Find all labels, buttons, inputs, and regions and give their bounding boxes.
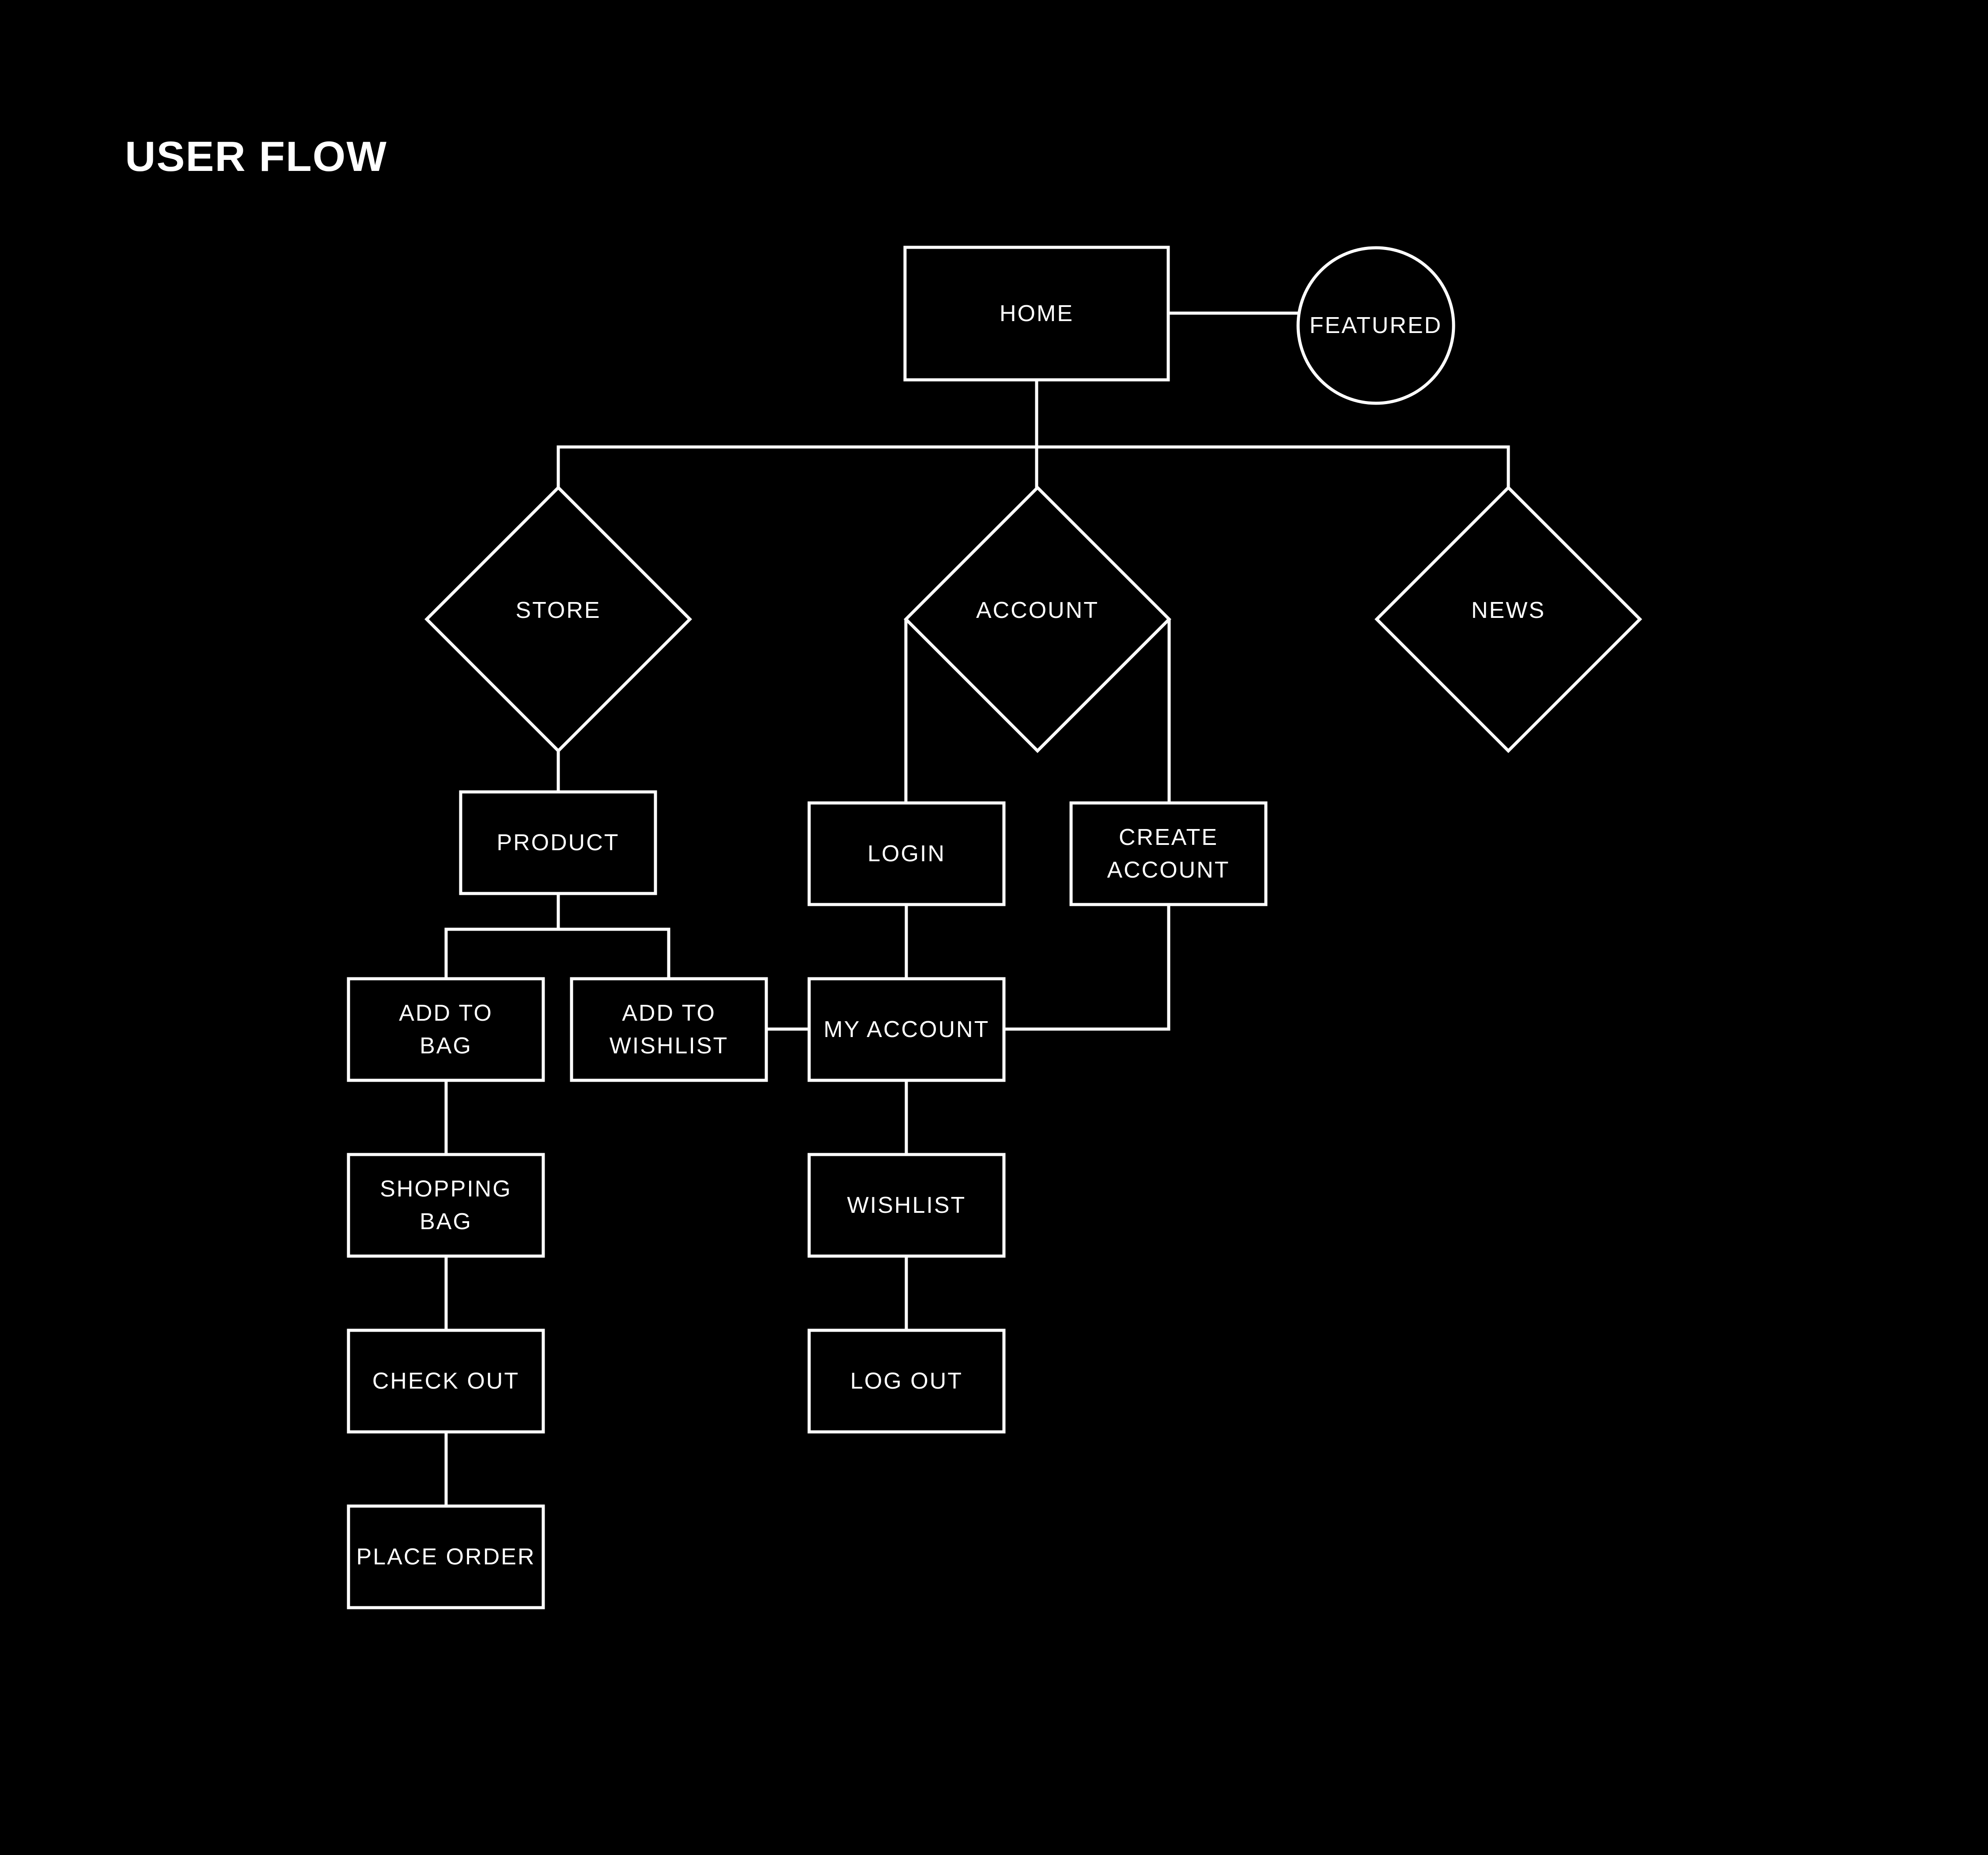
node-product: PRODUCT — [459, 790, 657, 895]
product-rectangle — [459, 790, 657, 895]
node-create-account: CREATE ACCOUNT — [1069, 801, 1268, 906]
node-home: HOME — [903, 246, 1170, 382]
connector-create-account-to-my-account — [1004, 905, 1170, 1031]
place-order-rectangle — [347, 1504, 545, 1609]
shopping-bag-rectangle — [347, 1153, 545, 1258]
store-diamond — [424, 485, 692, 753]
node-shopping-bag: SHOPPING BAG — [347, 1153, 545, 1258]
node-add-to-bag: ADD TO BAG — [347, 977, 545, 1082]
node-news: NEWS — [1375, 485, 1642, 753]
add-to-wishlist-rectangle — [570, 977, 768, 1082]
account-label: ACCOUNT — [976, 598, 1099, 623]
featured-label: FEATURED — [1310, 313, 1442, 338]
news-diamond — [1375, 485, 1642, 753]
connector-home-to-news — [1037, 445, 1510, 488]
product-label: PRODUCT — [496, 830, 619, 856]
node-wishlist: WISHLIST — [807, 1153, 1006, 1258]
home-label: HOME — [1000, 301, 1074, 326]
add-to-bag-rectangle — [347, 977, 545, 1082]
featured-circle — [1296, 246, 1455, 405]
connector-home-to-store — [557, 380, 1038, 488]
wishlist-label: WISHLIST — [847, 1192, 966, 1218]
add-to-wishlist-label: WISHLIST — [610, 1033, 729, 1059]
node-log-out: LOG OUT — [807, 1329, 1006, 1434]
check-out-label: CHECK OUT — [372, 1368, 519, 1394]
account-diamond — [904, 485, 1171, 753]
log-out-label: LOG OUT — [850, 1368, 963, 1394]
create-account-label: CREATE — [1119, 825, 1218, 850]
node-account: ACCOUNT — [904, 485, 1171, 753]
shopping-bag-label: BAG — [420, 1209, 472, 1234]
node-store: STORE — [424, 485, 692, 753]
connectors — [444, 311, 1510, 1506]
node-add-to-wishlist: ADD TO WISHLIST — [570, 977, 768, 1082]
login-label: LOGIN — [867, 841, 946, 867]
add-to-bag-label: ADD TO — [399, 1000, 493, 1026]
place-order-label: PLACE ORDER — [356, 1544, 536, 1570]
create-account-rectangle — [1069, 801, 1268, 906]
add-to-wishlist-label: ADD TO — [622, 1000, 716, 1026]
home-rectangle — [903, 246, 1170, 382]
nodes: HOME FEATURED STORE ACCOUNT NEWS PRODUCT LOGIN… — [347, 246, 1642, 1609]
login-rectangle — [807, 801, 1006, 906]
my-account-label: MY ACCOUNT — [824, 1017, 990, 1042]
news-label: NEWS — [1471, 598, 1545, 623]
diagram-title: USER FLOW — [125, 133, 387, 180]
node-check-out: CHECK OUT — [347, 1329, 545, 1434]
log-out-rectangle — [807, 1329, 1006, 1434]
my-account-rectangle — [807, 977, 1006, 1082]
node-my-account: MY ACCOUNT — [807, 977, 1006, 1082]
connector-product-to-add-to-wishlist — [558, 928, 670, 979]
store-label: STORE — [515, 598, 601, 623]
create-account-label: ACCOUNT — [1107, 857, 1230, 883]
shopping-bag-label: SHOPPING — [380, 1176, 512, 1202]
connector-product-to-add-to-bag — [444, 893, 560, 979]
node-place-order: PLACE ORDER — [347, 1504, 545, 1609]
node-featured: FEATURED — [1296, 246, 1455, 405]
add-to-bag-label: BAG — [420, 1033, 472, 1059]
wishlist-rectangle — [807, 1153, 1006, 1258]
check-out-rectangle — [347, 1329, 545, 1434]
node-login: LOGIN — [807, 801, 1006, 906]
